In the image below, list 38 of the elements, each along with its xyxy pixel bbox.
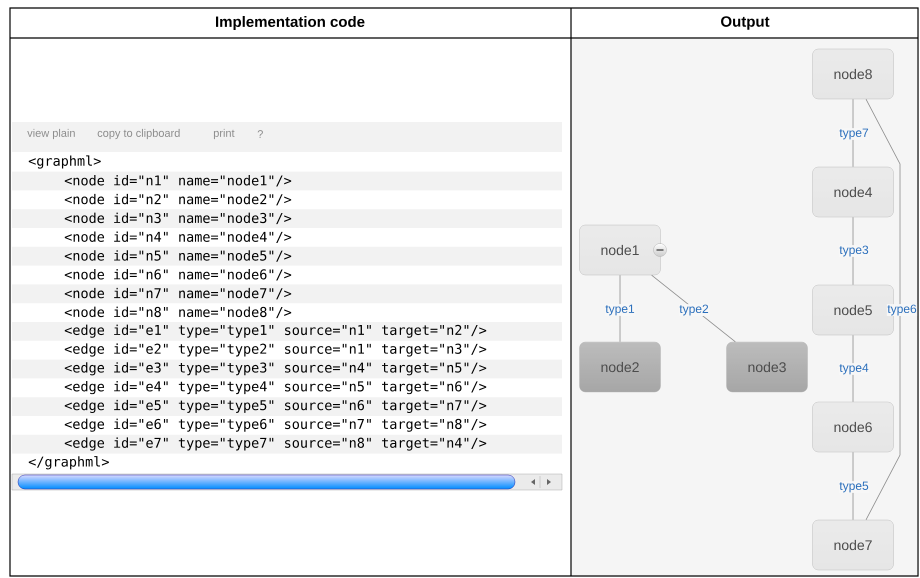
connector-line [866, 98, 900, 520]
toolbar-link: copy to clipboard [98, 128, 180, 140]
code-line: <node id="n8" name="node8"/> [64, 306, 292, 318]
node-box: node8 [812, 48, 894, 100]
edge-label: type2 [678, 304, 710, 316]
column-header: Output [721, 16, 770, 30]
edge-label: type4 [838, 363, 870, 375]
toolbar-link: ? [258, 130, 263, 138]
code-line: <edge id="e4" type="type4" source="n5" target="n6"/> [64, 381, 486, 394]
code-line: <node id="n1" name="node1"/> [64, 175, 292, 187]
node-box: node3 [726, 342, 808, 392]
edge-label: type1 [604, 304, 636, 316]
node-box: node4 [812, 166, 894, 218]
code-line: <edge id="e5" type="type5" source="n6" target="n7"/> [64, 400, 486, 413]
node-box: node1 [579, 224, 661, 276]
code-line: <node id="n3" name="node3"/> [64, 212, 292, 224]
code-line: <edge id="e3" type="type3" source="n4" target="n5"/> [64, 362, 486, 376]
code-line: </graphml> [28, 456, 109, 470]
column-header: Implementation code [216, 16, 364, 30]
edge-label: type7 [838, 128, 870, 140]
code-line: <node id="n4" name="node4"/> [64, 231, 292, 243]
edge-label: type3 [838, 245, 870, 257]
node-box: node7 [812, 520, 894, 570]
code-line: <edge id="e2" type="type2" source="n1" target="n3"/> [64, 343, 486, 357]
code-line: <edge id="e6" type="type6" source="n7" target="n8"/> [64, 418, 486, 432]
edge-label: type6 [886, 304, 918, 316]
code-line: <node id="n7" name="node7"/> [64, 288, 292, 300]
code-line: <edge id="e7" type="type7" source="n8" target="n4"/> [64, 437, 486, 451]
node-box: node6 [812, 402, 894, 452]
toolbar-link: view plain [27, 128, 75, 140]
code-line: <node id="n6" name="node6"/> [64, 269, 292, 281]
code-line: <graphml> [28, 155, 101, 169]
edge-label: type5 [838, 481, 870, 493]
node-box: node2 [579, 342, 661, 392]
code-line: <node id="n2" name="node2"/> [64, 194, 292, 206]
code-line: <node id="n5" name="node5"/> [64, 250, 292, 262]
code-line: <edge id="e1" type="type1" source="n1" target="n2"/> [64, 324, 486, 338]
toolbar-link: print [214, 128, 235, 140]
